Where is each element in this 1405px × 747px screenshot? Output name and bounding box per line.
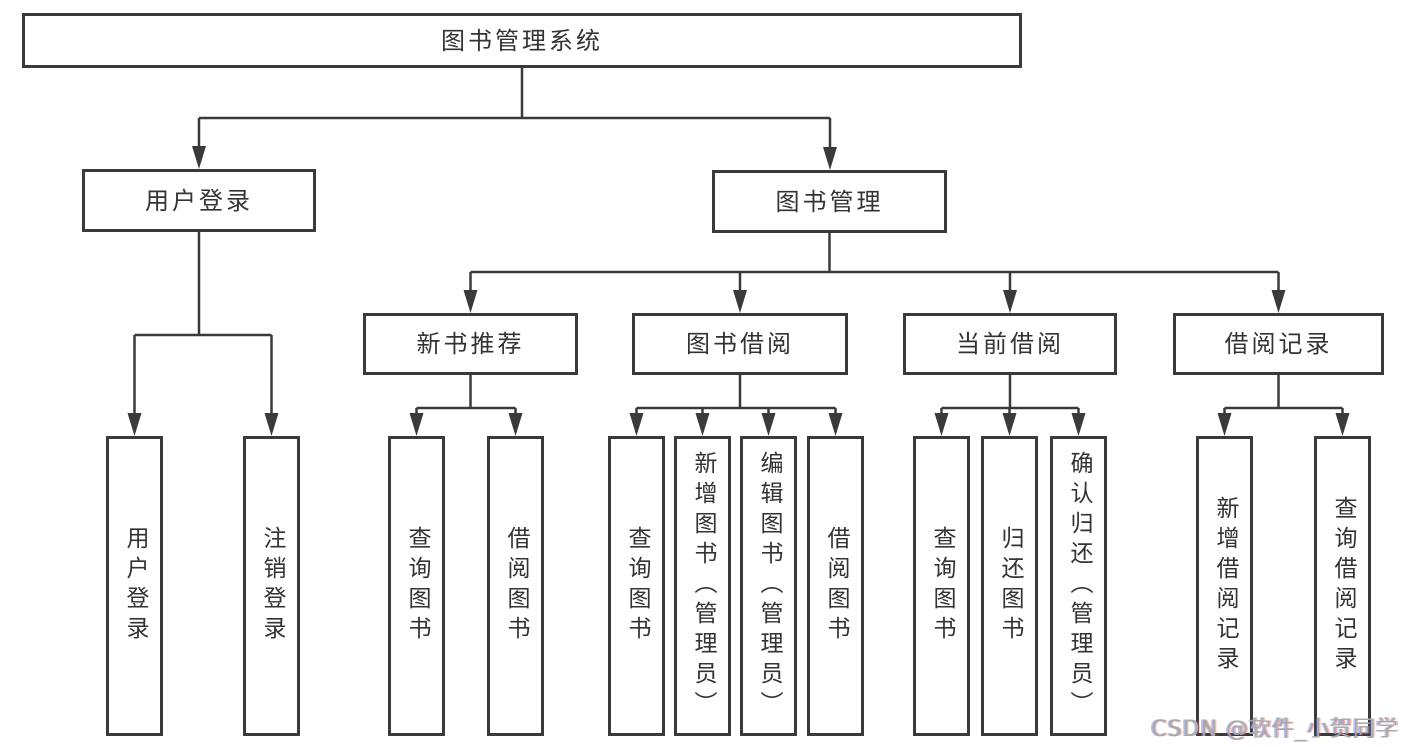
- leaf-edit-book-admin: 编辑图书（管理员）: [740, 436, 797, 736]
- leaf-borrow-books-newrec: 借阅图书: [487, 436, 544, 736]
- leaf-logout: 注销登录: [243, 436, 300, 736]
- leaf-confirm-return-admin: 确认归还（管理员）: [1050, 436, 1107, 736]
- node-library-management-system: 图书管理系统: [22, 13, 1022, 68]
- node-new-book-recommendation: 新书推荐: [363, 313, 578, 375]
- leaf-query-books-newrec: 查询图书: [388, 436, 445, 736]
- leaf-return-books: 归还图书: [981, 436, 1038, 736]
- leaf-borrow-books-borrowing: 借阅图书: [807, 436, 864, 736]
- leaf-query-books-current: 查询图书: [913, 436, 970, 736]
- leaf-query-books-borrowing: 查询图书: [608, 436, 665, 736]
- leaf-user-login: 用户登录: [106, 436, 163, 736]
- node-borrowing-records: 借阅记录: [1173, 313, 1384, 375]
- node-book-management: 图书管理: [712, 170, 947, 233]
- leaf-query-borrowing-record: 查询借阅记录: [1314, 436, 1371, 736]
- leaf-add-book-admin: 新增图书（管理员）: [674, 436, 731, 736]
- node-current-borrowing: 当前借阅: [903, 313, 1117, 375]
- node-book-borrowing: 图书借阅: [632, 313, 848, 375]
- leaf-add-borrowing-record: 新增借阅记录: [1196, 436, 1253, 736]
- csdn-watermark: CSDN @软件_小贺同学: [1151, 717, 1399, 742]
- node-user-login: 用户登录: [82, 169, 316, 232]
